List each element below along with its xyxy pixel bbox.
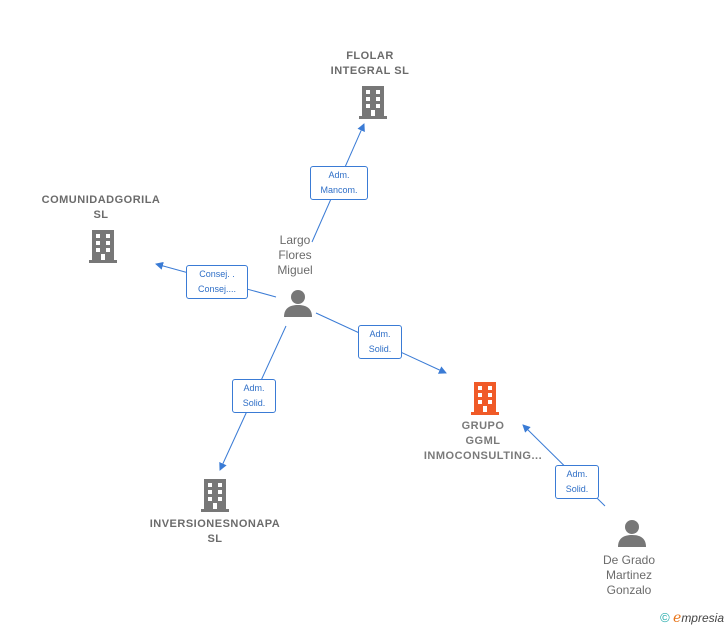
node-label-comunidad[interactable]: COMUNIDADGORILA SL: [41, 194, 161, 221]
copyright-icon: ©: [660, 610, 670, 625]
edge-label-inversiones[interactable]: Adm. Solid.: [232, 379, 276, 413]
person-icon: [618, 520, 646, 547]
person-icon: [284, 290, 312, 317]
building-icon-focus: [471, 382, 499, 415]
node-label-degrado[interactable]: De Grado Martinez Gonzalo: [602, 553, 656, 597]
building-icon: [89, 230, 117, 263]
empresia-logo[interactable]: © empresia: [660, 610, 724, 626]
node-label-grupo[interactable]: GRUPO GGML INMOCONSULTING...: [423, 420, 543, 462]
node-label-flolar[interactable]: FLOLAR INTEGRAL SL: [330, 50, 410, 77]
edge-label-flolar[interactable]: Adm. Mancom.: [310, 166, 368, 200]
edge-label-comunidad[interactable]: Consej. . Consej....: [186, 265, 248, 299]
building-icon: [359, 86, 387, 119]
node-label-largo[interactable]: Largo Flores Miguel: [277, 233, 313, 277]
node-label-inversiones[interactable]: INVERSIONESNONAPA SL: [149, 518, 281, 545]
edge-label-grupo[interactable]: Adm. Solid.: [358, 325, 402, 359]
edge-label-degrado[interactable]: Adm. Solid.: [555, 465, 599, 499]
building-icon: [201, 479, 229, 512]
